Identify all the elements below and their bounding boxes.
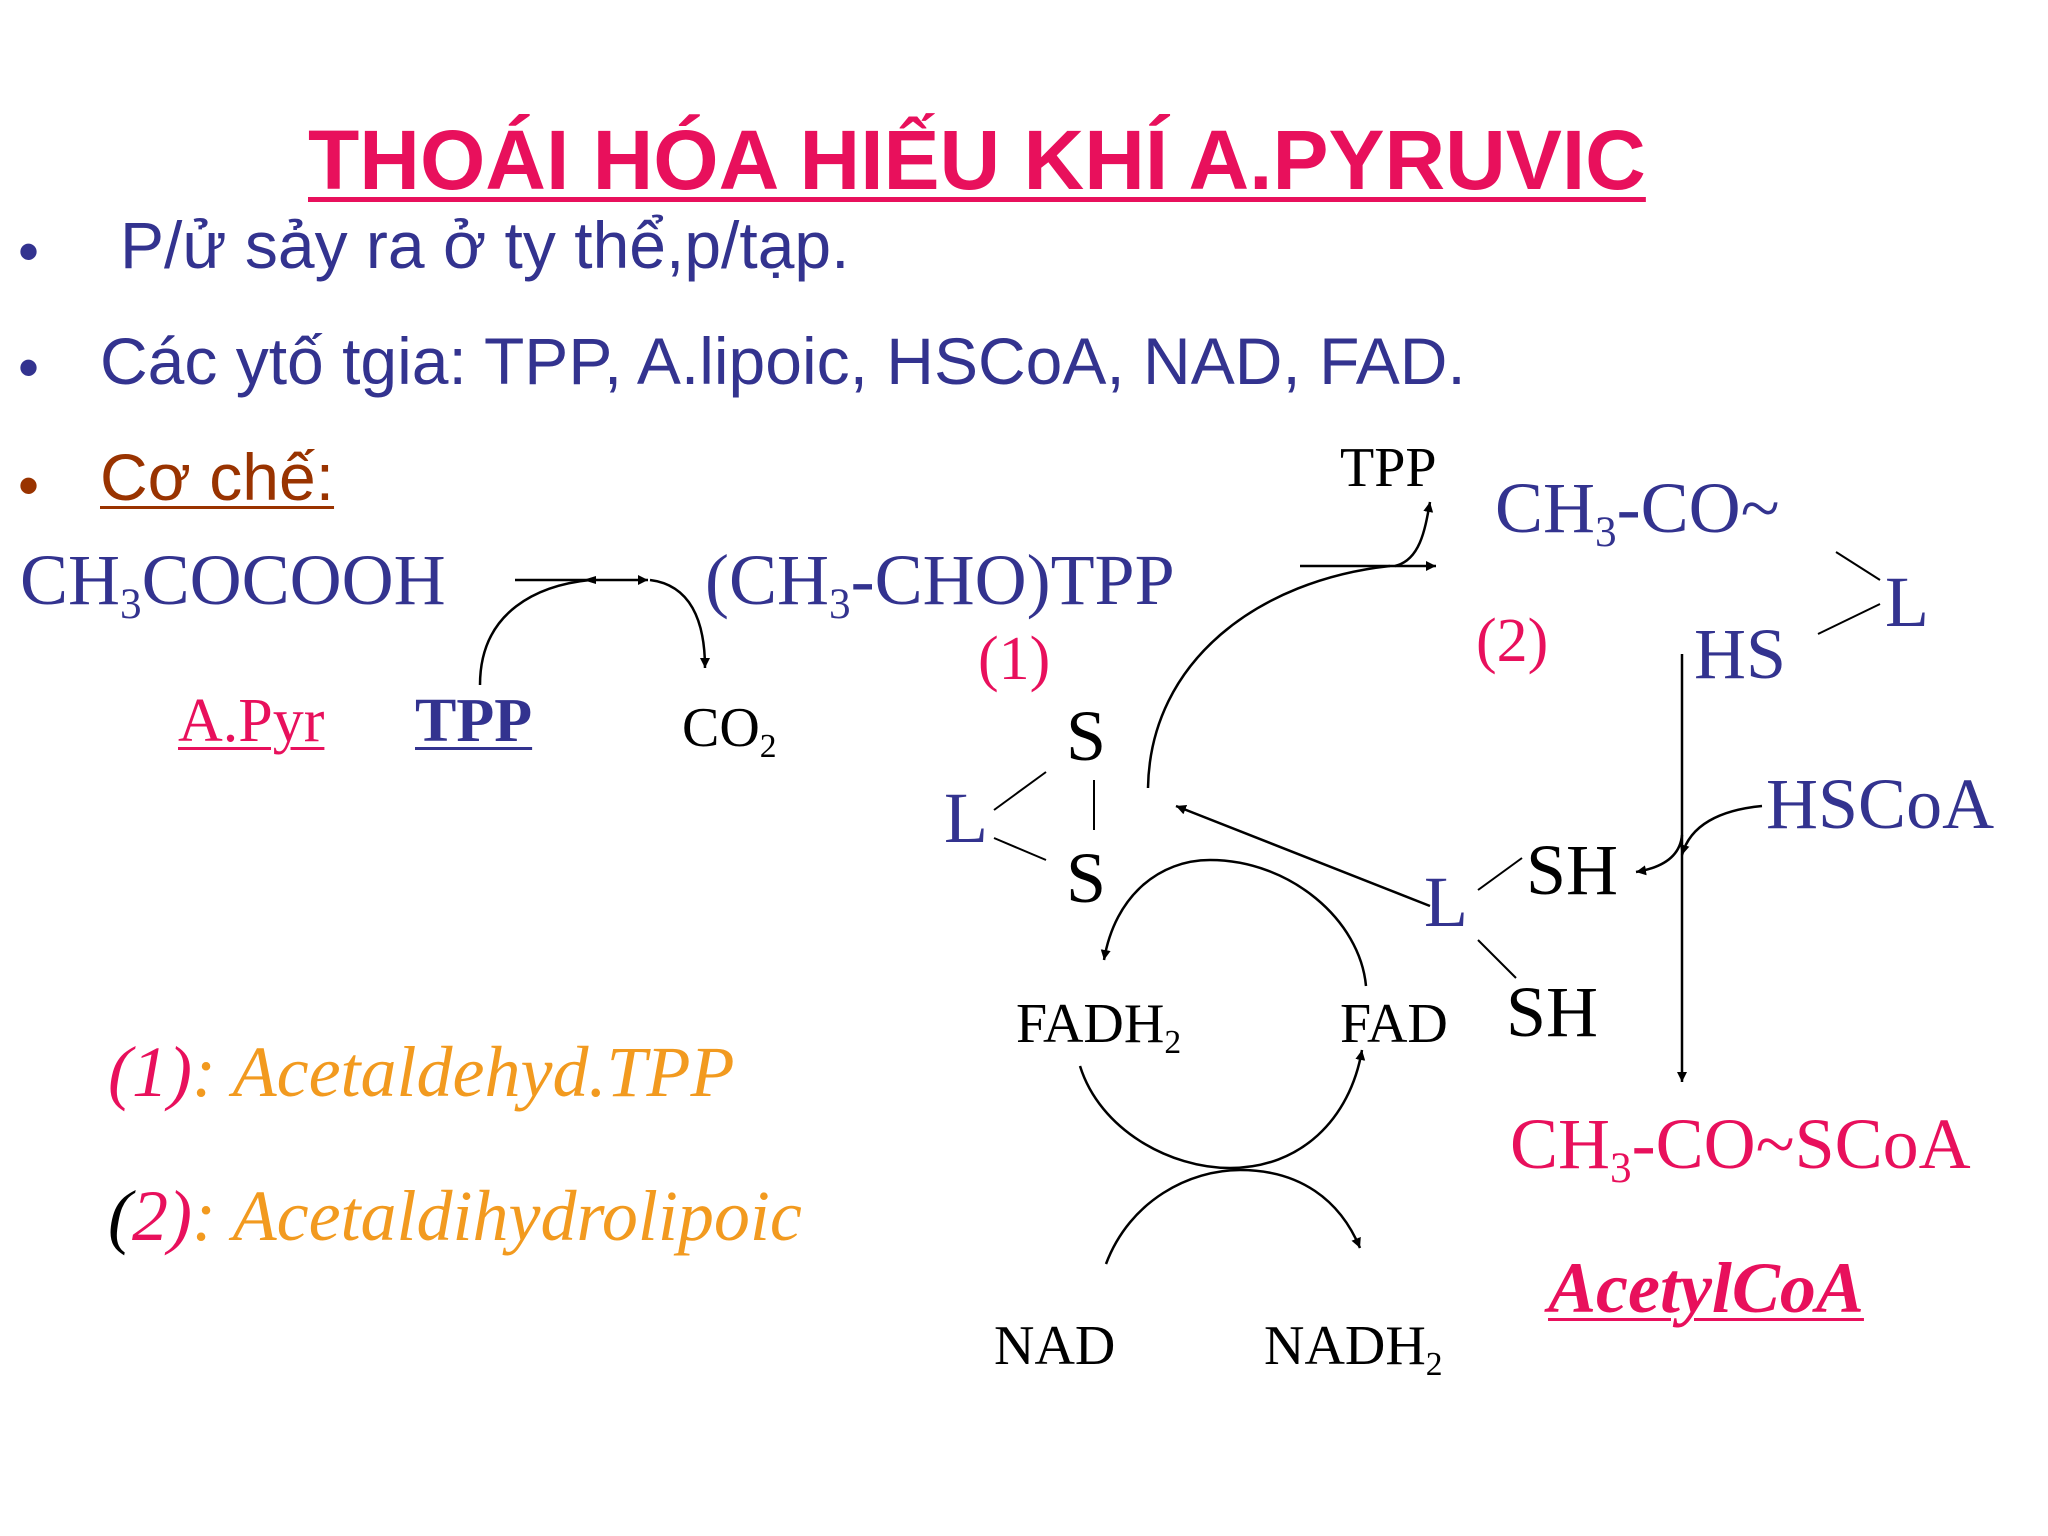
arrow-to-sh bbox=[1635, 834, 1684, 876]
label-l-acetyl: L bbox=[1885, 562, 1929, 642]
bond-hs-l bbox=[1817, 603, 1881, 635]
label-acetylcoa: AcetylCoA bbox=[1548, 1248, 1864, 1328]
bond-acetyl-l bbox=[1835, 551, 1881, 581]
arrow-nad-reduction bbox=[1104, 1168, 1362, 1265]
arrow-hscoa-in bbox=[1679, 804, 1763, 856]
bullet-text-mechanism: Cơ chế: bbox=[100, 440, 335, 514]
bond-l-s-bottom bbox=[993, 837, 1047, 861]
label-hscoa: HSCoA bbox=[1766, 764, 1995, 844]
arrow-tpp-in bbox=[478, 578, 591, 686]
bond-l-s-top bbox=[993, 771, 1047, 811]
arrow-reoxidation bbox=[1175, 804, 1431, 908]
label-l-reduced: L bbox=[1424, 862, 1468, 942]
bond-l-sh-top bbox=[1477, 857, 1523, 891]
label-nad: NAD bbox=[994, 1315, 1116, 1377]
acetyl-scoa-formula: CH3-CO~SCoA bbox=[1510, 1104, 1971, 1192]
legend-item-1: (1): Acetaldehyd.TPP bbox=[108, 1032, 735, 1112]
marker-1: (1) bbox=[978, 625, 1051, 693]
label-co2: CO2 bbox=[682, 697, 777, 765]
label-hs-top: HS bbox=[1694, 614, 1787, 694]
label-s-bottom: S bbox=[1066, 838, 1107, 918]
bullet-dot-2: • bbox=[18, 334, 40, 401]
bullet-dot-1: • bbox=[18, 218, 40, 285]
acetyl-lipoyl-formula: CH3-CO~ bbox=[1495, 468, 1780, 556]
bullet-text-location: P/ử sảy ra ở ty thể,p/tạp. bbox=[120, 208, 850, 282]
label-nadh2: NADH2 bbox=[1264, 1315, 1443, 1383]
arrow-disulfide-up bbox=[1146, 564, 1391, 789]
arrow-fadh2-oxidation bbox=[1078, 1049, 1366, 1170]
legend-item-2: (2): Acetaldihydrolipoic bbox=[108, 1176, 802, 1256]
slide-title: THOÁI HÓA HIẾU KHÍ A.PYRUVIC bbox=[308, 113, 1646, 207]
label-tpp-released: TPP bbox=[1340, 437, 1437, 499]
bond-l-sh-bottom bbox=[1477, 939, 1517, 979]
label-fad: FAD bbox=[1340, 993, 1448, 1055]
arrow-co2-out bbox=[649, 578, 710, 669]
label-tpp-input: TPP bbox=[415, 687, 533, 755]
arrow-tpp-release bbox=[1394, 501, 1434, 568]
acetaldehyde-tpp-formula: (CH3-CHO)TPP bbox=[705, 540, 1175, 628]
arrow-fad-reduction bbox=[1100, 858, 1368, 987]
bullet-text-factors: Các ytố tgia: TPP, A.lipoic, HSCoA, NAD,… bbox=[100, 324, 1466, 398]
label-fadh2: FADH2 bbox=[1016, 993, 1182, 1061]
bullet-dot-3: • bbox=[18, 452, 40, 519]
label-l-disulfide: L bbox=[944, 778, 988, 858]
label-sh-top: SH bbox=[1526, 830, 1619, 910]
marker-2: (2) bbox=[1476, 607, 1549, 675]
pyruvic-acid-formula: CH3COCOOH bbox=[20, 540, 446, 628]
label-apyr: A.Pyr bbox=[178, 687, 325, 755]
label-sh-bottom: SH bbox=[1506, 972, 1599, 1052]
label-s-top: S bbox=[1066, 696, 1107, 776]
